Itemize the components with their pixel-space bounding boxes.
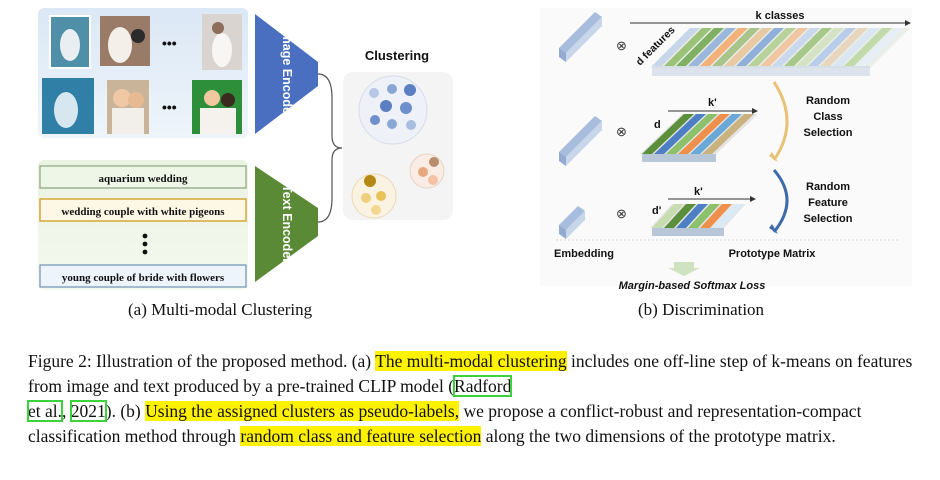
- subcaption-b: (b) Discrimination: [638, 300, 765, 319]
- d-label: d: [654, 119, 661, 131]
- cluster-point: [369, 88, 379, 98]
- cluster-point: [418, 167, 428, 177]
- d-prime-label: d': [652, 205, 662, 217]
- merge-brace: [317, 73, 343, 223]
- highlight: random class and feature selection: [240, 426, 482, 446]
- cluster-point: [387, 119, 397, 129]
- random-class-label: Class: [813, 111, 842, 123]
- cluster-point: [376, 191, 386, 201]
- cluster-point: [380, 100, 392, 112]
- otimes-symbol: ⊗: [616, 38, 627, 53]
- caption-text: ). (b): [105, 401, 146, 421]
- loss-label: Margin-based Softmax Loss: [619, 280, 766, 292]
- prompt-text: wedding couple with white pigeons: [61, 206, 225, 218]
- image-dots-2: •••: [162, 99, 177, 115]
- caption-text: along the two dimensions of the prototyp…: [481, 426, 836, 446]
- highlight: The multi-modal clustering: [375, 351, 567, 371]
- random-class-label: Random: [806, 95, 850, 107]
- discrimination-panel: ⊗ ⊗ ⊗ k classes d features: [540, 8, 912, 292]
- cluster-point: [361, 193, 371, 203]
- down-arrow: [668, 262, 700, 276]
- random-feature-label: Selection: [804, 213, 853, 225]
- prompt-text: young couple of bride with flowers: [62, 272, 225, 284]
- random-class-label: Selection: [804, 127, 853, 139]
- k-prime-label-2: k': [694, 186, 703, 198]
- clustering-panel: Clustering: [343, 48, 453, 220]
- caption-text: we propose a conflict-robust and represe…: [28, 401, 862, 446]
- image-panel: ••• •••: [38, 8, 248, 138]
- random-feature-label: Feature: [808, 197, 848, 209]
- embedding-label: Embedding: [554, 248, 614, 260]
- figure-caption: Figure 2: Illustration of the proposed m…: [26, 351, 913, 446]
- prototype-matrix-label: Prototype Matrix: [729, 248, 817, 260]
- image-dots: •••: [162, 35, 177, 51]
- cluster-point: [428, 175, 438, 185]
- highlight: Using the assigned clusters as pseudo-la…: [145, 401, 460, 421]
- cluster-point: [371, 205, 381, 215]
- prompt-box: [39, 264, 247, 288]
- prototype-matrix-full: [650, 28, 910, 76]
- embedding-vector: [559, 116, 602, 166]
- cluster-point: [370, 115, 380, 125]
- embedding-vector: [559, 206, 585, 239]
- cluster-point: [387, 84, 397, 94]
- cluster-point: [404, 84, 416, 96]
- citation-link[interactable]: et al.: [26, 400, 64, 422]
- k-classes-label: k classes: [756, 10, 805, 22]
- prototype-matrix-class-selected: [640, 114, 758, 162]
- text-panel: aquarium wedding wedding couple with whi…: [38, 160, 248, 290]
- citation-link[interactable]: 2021: [69, 400, 107, 422]
- image-encoder: Image Encoder: [255, 14, 318, 134]
- embedding-vector: [559, 12, 602, 62]
- caption-text: includes one off-line step of k-means on…: [28, 351, 913, 396]
- caption-text: Figure 2: Illustration of the proposed m…: [28, 351, 376, 371]
- method-figure: ••• ••• aquarium wedding wedding couple …: [38, 8, 912, 292]
- subcaption-a: (a) Multi-modal Clustering: [128, 300, 313, 319]
- prototype-matrix-feature-selected: [650, 204, 746, 236]
- random-class-arrow: [772, 81, 789, 161]
- text-encoder: Text Encoder: [255, 166, 318, 282]
- k-prime-label: k': [708, 97, 717, 109]
- image-encoder-label: Image Encoder: [280, 29, 294, 119]
- cluster-point: [429, 157, 439, 167]
- cluster-point: [364, 175, 376, 187]
- prompt-text: aquarium wedding: [99, 173, 188, 185]
- otimes-symbol: ⊗: [616, 124, 627, 139]
- clustering-title: Clustering: [365, 48, 429, 63]
- random-feature-arrow: [772, 169, 789, 233]
- citation-link[interactable]: Radford: [453, 375, 513, 397]
- text-encoder-label: Text Encoder: [280, 185, 294, 263]
- cluster-point: [400, 102, 412, 114]
- cluster-point: [406, 120, 416, 130]
- random-feature-label: Random: [806, 181, 850, 193]
- prompt-box: [39, 198, 247, 222]
- otimes-symbol: ⊗: [616, 206, 627, 221]
- prompt-box: [39, 165, 247, 189]
